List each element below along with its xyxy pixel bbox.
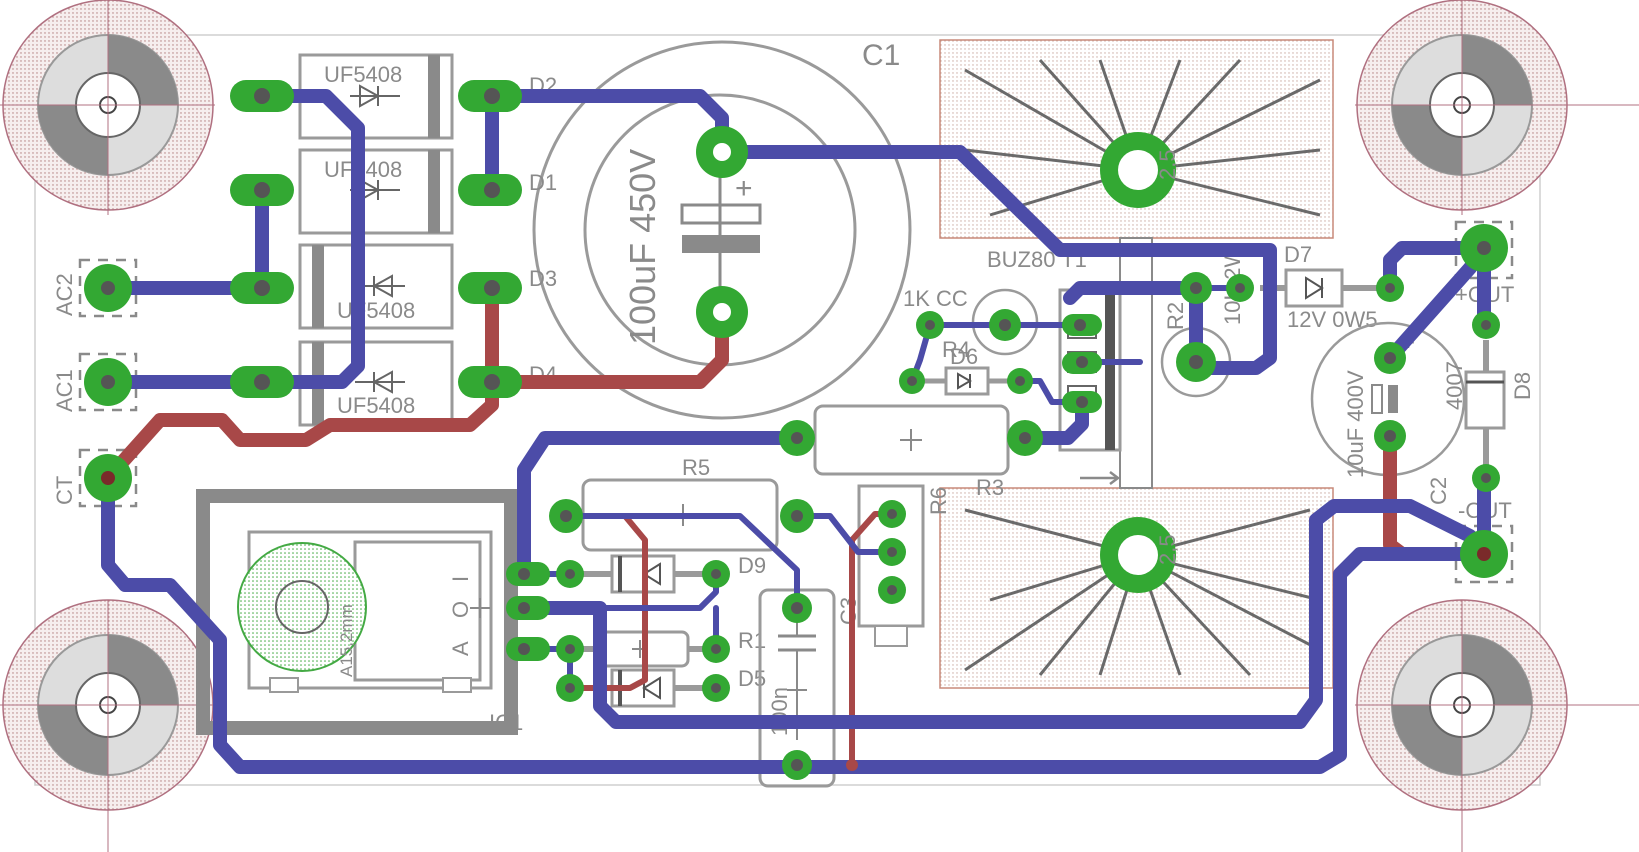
c1-plus: + (735, 172, 753, 205)
diode-d3: UF5408 (298, 243, 454, 330)
d6-label: D6 (950, 344, 978, 369)
c1-title: C1 (862, 39, 900, 72)
trace-top-ground-inner (517, 499, 1491, 729)
ic1-pin-i: I (448, 576, 473, 582)
connector-ac2[interactable] (78, 258, 138, 318)
mounting-hole-top-right (1355, 0, 1639, 215)
d3-value: UF5408 (337, 298, 415, 323)
cc-label: 1K CC (903, 286, 968, 311)
trace-top-ac1 (101, 89, 365, 389)
r3-label: R3 (976, 475, 1004, 500)
ic1-regulator: A15,2mm I O A (196, 489, 518, 735)
ct-label: CT (52, 476, 77, 505)
ic1-hole-label: A15,2mm (337, 604, 356, 677)
heatsink-top-value: 2,5 (1155, 149, 1180, 180)
ic1-label: IC1 (489, 710, 523, 735)
mounting-hole-bottom-left (0, 599, 215, 852)
d3-label: D3 (529, 266, 557, 291)
mounting-hole-bottom-right (1355, 599, 1639, 852)
c1-value: 100uF 450V (622, 149, 663, 345)
trace-top-c1-pos (715, 145, 1277, 375)
r6-label: R6 (926, 487, 951, 515)
c2-label: C2 (1426, 477, 1451, 505)
diode-d8 (1464, 340, 1506, 470)
ac1-label: AC1 (52, 369, 77, 412)
connector-ct[interactable] (78, 448, 138, 508)
connector-out-pos[interactable] (1454, 220, 1514, 280)
capacitor-c1: + 100uF 450V (532, 40, 912, 420)
ic1-mounting-hole (237, 542, 367, 672)
d7-label: D7 (1284, 242, 1312, 267)
heatsink-top: 2,5 (939, 39, 1334, 239)
d4-value: UF5408 (337, 393, 415, 418)
trace-top-ic-in (517, 431, 804, 581)
mounting-hole-top-left (0, 0, 215, 215)
d9-label: D9 (738, 553, 766, 578)
r4-label: R4 (942, 337, 970, 362)
pads (84, 80, 1508, 780)
d1-label: D1 (529, 170, 557, 195)
heatsink-bottom: 2,5 (939, 487, 1334, 689)
r1-label: R1 (738, 628, 766, 653)
d2-value: UF5408 (324, 62, 402, 87)
c3-label: C3 (836, 597, 861, 625)
trace-bottom-ct (101, 281, 499, 485)
d5-label: D5 (738, 666, 766, 691)
trace-top-r5-pot (563, 513, 800, 611)
d8-value: 4007 (1442, 361, 1467, 410)
ic1-pin-o: O (448, 601, 473, 618)
c2-value: 10uF 400V (1343, 370, 1368, 478)
r2-label: R2 (1163, 302, 1188, 330)
ic1-pin-a: A (448, 641, 473, 656)
ac2-label: AC2 (52, 273, 77, 316)
d8-label: D8 (1510, 372, 1535, 400)
trace-top-ground-return (101, 471, 1491, 774)
resistor-r3 (813, 404, 1010, 476)
diode-d2: UF5408 (298, 53, 454, 140)
heatsink-bottom-value: 2,5 (1155, 534, 1180, 565)
connector-ac1[interactable] (78, 352, 138, 412)
r5-label: R5 (682, 455, 710, 480)
d7-value: 12V 0W5 (1287, 307, 1378, 332)
